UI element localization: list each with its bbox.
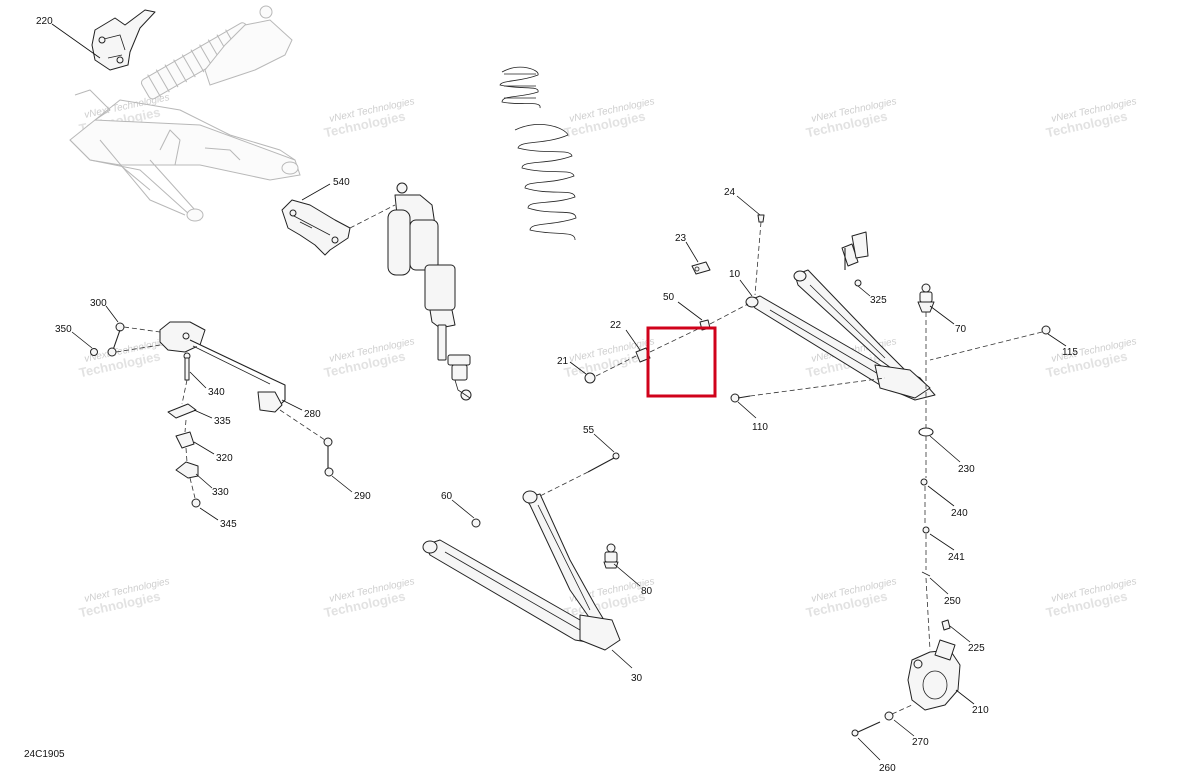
callout-50[interactable]: 50 (663, 292, 675, 303)
part-335-bracket (167, 379, 197, 419)
highlight-box[interactable] (646, 326, 717, 398)
callout-110[interactable]: 110 (752, 422, 768, 433)
part-24-grease-fitting (754, 214, 765, 296)
callout-230[interactable]: 230 (958, 464, 975, 475)
part-60-nut (471, 518, 481, 528)
part-30-lower-a-arm (422, 490, 621, 651)
callout-280[interactable]: 280 (304, 409, 321, 420)
callout-10[interactable]: 10 (729, 269, 741, 280)
callout-22[interactable]: 22 (610, 320, 622, 331)
callout-290[interactable]: 290 (354, 491, 371, 502)
part-230-seal (918, 427, 934, 478)
callout-540[interactable]: 540 (333, 177, 350, 188)
part-80-ball-joint (603, 543, 619, 569)
callout-115[interactable]: 115 (1062, 347, 1078, 358)
callout-30[interactable]: 30 (631, 673, 643, 684)
callout-210[interactable]: 210 (972, 705, 989, 716)
callout-220[interactable]: 220 (36, 16, 53, 27)
part-300-link (107, 322, 161, 357)
part-290-link (279, 409, 334, 477)
leader-lines (51, 23, 1067, 761)
callout-260[interactable]: 260 (879, 763, 896, 774)
part-110-bolt (730, 377, 886, 403)
part-345-nut (191, 498, 201, 508)
callout-335[interactable]: 335 (214, 416, 231, 427)
callout-320[interactable]: 320 (216, 453, 233, 464)
part-320-bushing (175, 431, 195, 449)
part-270-nut (884, 704, 913, 721)
part-280-stabilizer-bar (159, 321, 286, 413)
callout-55[interactable]: 55 (583, 425, 595, 436)
callout-330[interactable]: 330 (212, 487, 229, 498)
part-250-cotter-pin (921, 571, 931, 651)
spring-upper (499, 66, 541, 109)
callout-21[interactable]: 21 (557, 356, 569, 367)
callout-350[interactable]: 350 (55, 324, 72, 335)
callout-23[interactable]: 23 (675, 233, 687, 244)
spring-lower (514, 124, 577, 241)
part-210-knuckle (907, 639, 961, 711)
part-21-nut (584, 372, 596, 384)
part-330-clamp (175, 461, 199, 479)
part-540-bracket (281, 199, 396, 256)
shock-absorber (387, 182, 472, 401)
diagram-code: 24C1905 (24, 749, 65, 760)
callout-24[interactable]: 24 (724, 187, 736, 198)
part-260-bolt (851, 721, 881, 737)
callout-345[interactable]: 345 (220, 519, 237, 530)
part-325-bracket (841, 231, 869, 287)
part-340-bolt (183, 352, 191, 381)
part-350-nut (90, 348, 98, 356)
part-115-nut (929, 325, 1051, 361)
callout-300[interactable]: 300 (90, 298, 107, 309)
part-240-spacer (920, 478, 928, 526)
callout-80[interactable]: 80 (641, 586, 653, 597)
callout-70[interactable]: 70 (955, 324, 967, 335)
callout-labels: 220 540 300 350 340 335 320 330 345 280 … (36, 16, 1078, 774)
part-10-upper-a-arm (745, 269, 936, 401)
callout-270[interactable]: 270 (912, 737, 929, 748)
part-55-bolt (539, 452, 620, 497)
part-225-fitting (941, 619, 951, 631)
callout-240[interactable]: 240 (951, 508, 968, 519)
callout-325[interactable]: 325 (870, 295, 887, 306)
callout-60[interactable]: 60 (441, 491, 453, 502)
callout-250[interactable]: 250 (944, 596, 961, 607)
part-220-bracket (91, 9, 156, 71)
callout-225[interactable]: 225 (968, 643, 985, 654)
callout-241[interactable]: 241 (948, 552, 965, 563)
part-23-clip (691, 261, 711, 275)
part-241-washer (922, 526, 930, 570)
callout-340[interactable]: 340 (208, 387, 225, 398)
overview-assembly (69, 5, 301, 222)
part-70-ball-joint (917, 283, 935, 313)
